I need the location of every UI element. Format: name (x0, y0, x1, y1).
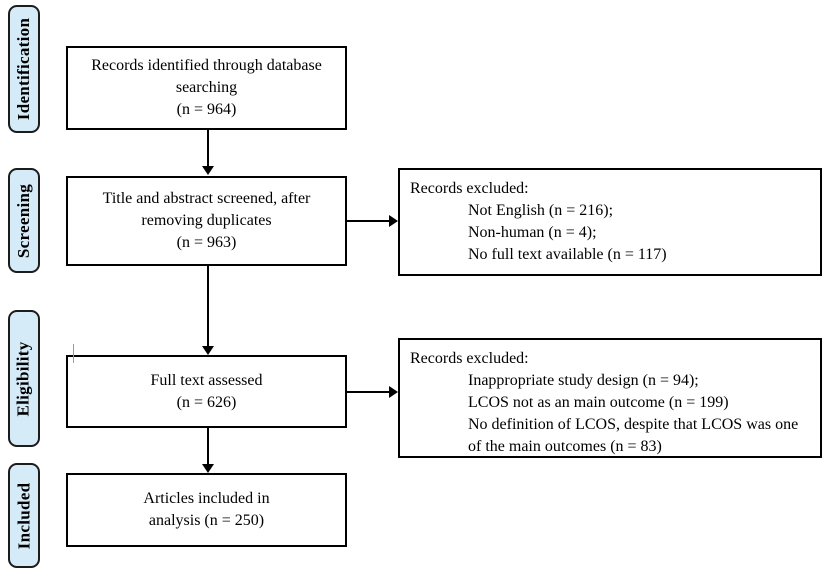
exclusion-box-screening: Records excluded: Not English (n = 216);… (398, 168, 822, 276)
arrow-down-1-shaft (207, 130, 209, 167)
flow-box-title-abstract-screened: Title and abstract screened, after remov… (66, 176, 347, 266)
flow-line: removing duplicates (141, 212, 272, 229)
stage-label-identification: Identification (8, 5, 40, 133)
flow-line: Records identified through database (91, 57, 322, 74)
arrow-right-2-head (389, 386, 398, 398)
flow-line: (n = 626) (176, 393, 237, 411)
stage-label-screening: Screening (8, 168, 40, 273)
exclusion-item: Not English (n = 216); (468, 202, 614, 219)
exclusion-heading: Records excluded: (410, 180, 529, 197)
flow-box-records-identified: Records identified through database sear… (66, 46, 347, 130)
flow-line: (n = 963) (176, 234, 237, 251)
stage-label-text: Identification (14, 17, 33, 121)
stage-label-text: Screening (14, 183, 34, 258)
stage-label-eligibility: Eligibility (8, 310, 40, 447)
exclusion-item: Non-human (n = 4); (468, 224, 597, 241)
stage-label-text: Included (14, 482, 33, 549)
exclusion-item: No full text available (n = 117) (468, 246, 667, 263)
stage-label-included: Included (8, 463, 40, 568)
flow-box-full-text-assessed: Full text assessed (n = 626) (66, 355, 347, 428)
flow-line: analysis (n = 250) (148, 512, 265, 529)
exclusion-heading: Records excluded: (410, 350, 529, 367)
arrow-down-3-head (202, 464, 214, 473)
flow-line: Articles included in (143, 490, 270, 507)
arrow-down-2-shaft (207, 266, 209, 347)
arrow-right-2-shaft (347, 391, 390, 393)
exclusion-item: LCOS not as an main outcome (n = 199) (468, 394, 729, 411)
arrow-right-1-head (389, 215, 398, 227)
flow-box-articles-included: Articles included in analysis (n = 250) (66, 473, 347, 547)
flow-line: searching (175, 79, 238, 96)
cursor-artifact (73, 344, 74, 363)
stage-label-text: Eligibility (14, 340, 33, 417)
flow-line: (n = 964) (176, 101, 237, 118)
exclusion-item: Inappropriate study design (n = 94); (468, 372, 699, 389)
arrow-right-1-shaft (347, 220, 390, 222)
arrow-down-1-head (202, 166, 214, 175)
exclusion-item: No definition of LCOS, despite that LCOS… (468, 416, 799, 455)
arrow-down-3-shaft (207, 428, 209, 465)
exclusion-box-eligibility: Records excluded: Inappropriate study de… (398, 338, 822, 458)
flow-line: Full text assessed (150, 371, 263, 389)
flow-line: Title and abstract screened, after (102, 190, 311, 207)
arrow-down-2-head (202, 346, 214, 355)
